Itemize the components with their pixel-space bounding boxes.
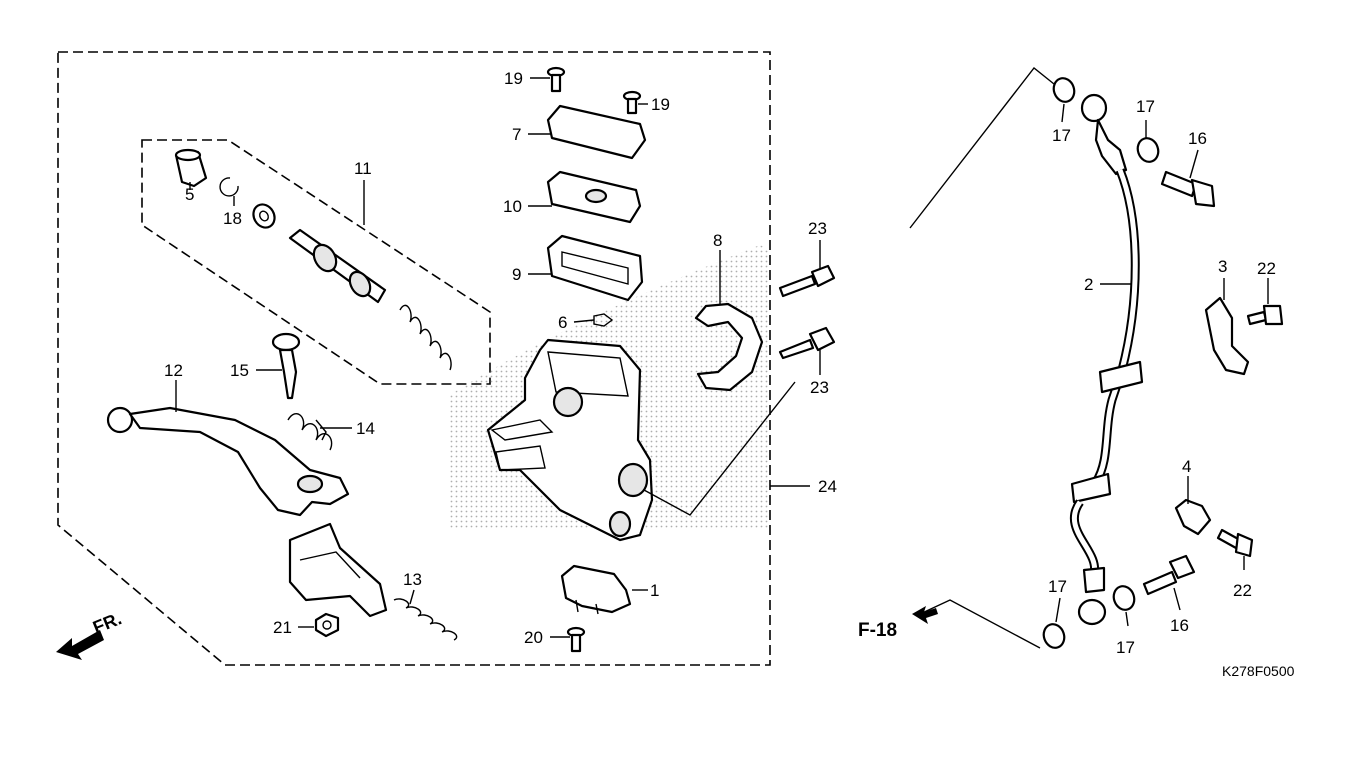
callout-23-bottom: 23 xyxy=(810,378,829,397)
lever-spring-part xyxy=(287,413,333,451)
hose-clamp-part xyxy=(1174,498,1212,536)
callout-18: 18 xyxy=(223,209,242,228)
sealing-washer-part-d xyxy=(1112,585,1136,611)
reference-label: F-18 xyxy=(858,620,897,641)
pivot-bolt-part xyxy=(271,332,301,400)
callout-19-top: 19 xyxy=(504,69,523,88)
callout-11: 11 xyxy=(354,159,372,178)
callout-15: 15 xyxy=(230,361,249,380)
callout-5: 5 xyxy=(185,185,194,204)
brake-lever-part xyxy=(106,406,350,517)
piston-washer-part xyxy=(252,203,276,229)
circlip-part xyxy=(219,177,239,197)
callout-labels: 5 18 11 12 15 14 13 21 19 19 7 10 9 6 8 … xyxy=(164,69,1276,657)
callout-17-bottom-right: 17 xyxy=(1116,638,1135,657)
callout-23-top: 23 xyxy=(808,219,827,238)
assembly-boundary xyxy=(57,51,771,666)
switch-screw-part xyxy=(566,626,586,653)
sealing-washer-part-a xyxy=(1052,77,1076,103)
diaphragm-plate-part xyxy=(546,170,642,224)
master-cylinder-body-part xyxy=(486,338,654,542)
callout-24: 24 xyxy=(818,477,837,496)
callout-1: 1 xyxy=(650,581,659,600)
callout-17-bottom-left: 17 xyxy=(1048,577,1067,596)
callout-9: 9 xyxy=(512,265,521,284)
callout-7: 7 xyxy=(512,125,521,144)
callout-16-bottom: 16 xyxy=(1170,616,1189,635)
diaphragm-part xyxy=(546,234,644,302)
callout-13: 13 xyxy=(403,570,422,589)
callout-4: 4 xyxy=(1182,457,1191,476)
sealing-washer-part-c xyxy=(1042,623,1066,649)
boot-part xyxy=(174,148,208,188)
callout-17-top-right: 17 xyxy=(1136,97,1155,116)
sealing-washer-part-b xyxy=(1136,137,1160,163)
oil-bolt-part-a xyxy=(1160,170,1216,208)
callout-21: 21 xyxy=(273,618,292,637)
callout-17-top-left: 17 xyxy=(1052,126,1071,145)
brake-hose-part xyxy=(1069,93,1144,626)
screw-part-b xyxy=(622,90,642,115)
callout-10: 10 xyxy=(503,197,522,216)
hose-bracket-part xyxy=(1204,296,1250,376)
oil-bolt-part-b xyxy=(1142,554,1196,596)
holder-part xyxy=(694,302,764,392)
front-arrow-icon xyxy=(56,630,104,660)
screw-part-a xyxy=(546,66,566,93)
bolt-part-a xyxy=(778,264,836,298)
callout-22-top: 22 xyxy=(1257,259,1276,278)
stop-switch-part xyxy=(560,564,632,615)
bolt-part-b xyxy=(778,326,836,360)
hose-bolt-part-b xyxy=(1216,528,1254,558)
front-arrow-label: FR. xyxy=(90,608,124,637)
reference-arrow xyxy=(912,606,938,624)
callout-2: 2 xyxy=(1084,275,1093,294)
reservoir-cap-part xyxy=(546,104,647,160)
callout-6: 6 xyxy=(558,313,567,332)
drawing-code: K278F0500 xyxy=(1222,663,1295,679)
callout-14: 14 xyxy=(356,419,375,438)
clip-part xyxy=(593,313,614,327)
callout-20: 20 xyxy=(524,628,543,647)
nut-part xyxy=(314,612,340,638)
piston-spring-part xyxy=(399,304,452,371)
callout-22-bottom: 22 xyxy=(1233,581,1252,600)
hose-bolt-part-a xyxy=(1246,304,1284,326)
leader-lines xyxy=(175,67,1269,649)
callout-12: 12 xyxy=(164,361,183,380)
callout-3: 3 xyxy=(1218,257,1227,276)
piston-part xyxy=(288,228,387,304)
callout-19-right: 19 xyxy=(651,95,670,114)
callout-16-top: 16 xyxy=(1188,129,1207,148)
switch-bracket-part xyxy=(288,522,388,618)
callout-8: 8 xyxy=(713,231,722,250)
return-spring-part xyxy=(393,598,458,641)
